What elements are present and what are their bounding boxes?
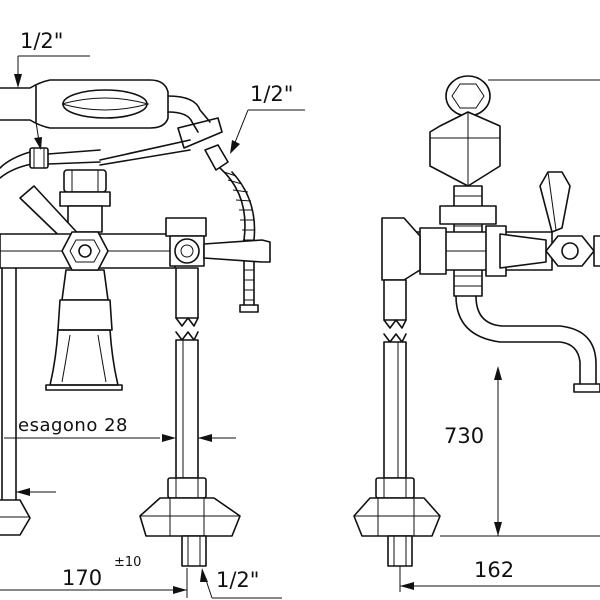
center-distance-dimension bbox=[0, 568, 188, 598]
height-label: 730 bbox=[444, 424, 484, 448]
leaders bbox=[14, 55, 305, 599]
hand-shower bbox=[0, 79, 223, 166]
hose-connector bbox=[0, 147, 101, 179]
projection-dimension bbox=[399, 566, 600, 592]
side-leg bbox=[353, 217, 441, 567]
inlet-thread-label: 1/2" bbox=[216, 568, 259, 592]
side-hand-shower bbox=[429, 75, 600, 187]
right-leg bbox=[139, 267, 241, 567]
mixer-body bbox=[0, 231, 176, 271]
spout bbox=[455, 295, 600, 393]
hex-dimension bbox=[4, 434, 236, 496]
front-view bbox=[0, 55, 305, 599]
tolerance-label: ±10 bbox=[114, 555, 141, 570]
hot-valve bbox=[165, 217, 271, 267]
left-leg bbox=[0, 267, 31, 536]
height-dimension bbox=[440, 366, 600, 537]
hose-thread-label: 1/2" bbox=[20, 29, 63, 53]
center-distance-label: 170 bbox=[62, 566, 102, 590]
hex-note-label: esagono 28 bbox=[18, 415, 128, 436]
hand-shower-thread-label: 1/2" bbox=[250, 82, 293, 106]
side-view bbox=[353, 75, 600, 592]
projection-label: 162 bbox=[474, 558, 514, 582]
side-body bbox=[409, 171, 600, 277]
diverter-column bbox=[45, 169, 123, 391]
shower-hose bbox=[204, 144, 259, 313]
